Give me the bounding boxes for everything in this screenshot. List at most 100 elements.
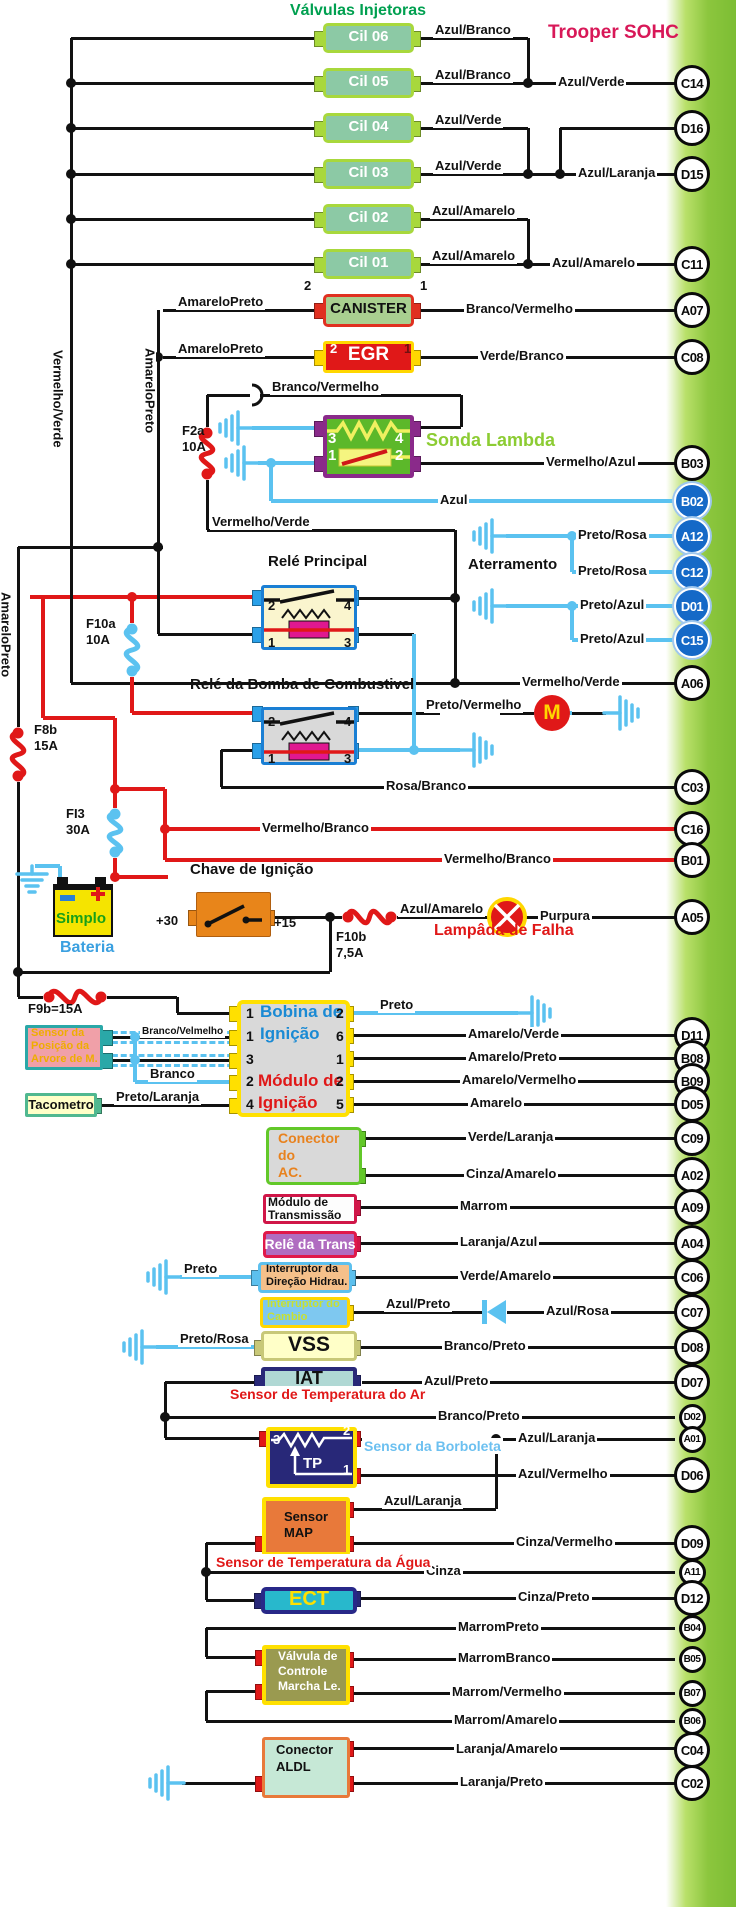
wire (71, 37, 323, 40)
wire (206, 1542, 262, 1545)
injector-valve-label: Cil 04 (348, 118, 389, 135)
aldl-text-2: ALDL (276, 1759, 311, 1774)
fuse-label: F10a (86, 616, 116, 631)
pin-number: 1 (404, 341, 412, 356)
wire-label: Marrom/Amarelo (452, 1712, 560, 1728)
pin-number: 3 (344, 635, 352, 650)
ecu-pin-B02: B02 (674, 483, 710, 519)
pin-tab (102, 1053, 113, 1069)
wire (350, 1011, 518, 1015)
junction-dot (160, 824, 170, 834)
junction-dot (130, 1055, 140, 1065)
module-title-2: Ignição (258, 1093, 318, 1112)
wire-label: Azul/Branco (433, 67, 513, 83)
wire (158, 633, 261, 636)
wire-label: Preto (182, 1261, 220, 1277)
wire (221, 749, 261, 752)
wire-label: Cinza/Amarelo (464, 1166, 559, 1182)
wire (414, 173, 675, 176)
crank-sensor-text-1: Sensor da (31, 1027, 85, 1039)
pin-number: 2 (246, 1073, 254, 1089)
ac-text-1: Conector (278, 1130, 340, 1146)
gear-switch-text-2: Cambio (267, 1311, 308, 1323)
module-title-1: Módulo de (258, 1071, 343, 1090)
wire (107, 996, 177, 999)
wire (17, 547, 20, 727)
tachometer-box (25, 1093, 97, 1117)
wire-label: Purpura (538, 908, 592, 924)
junction-dot (325, 912, 335, 922)
injector-valve-box (323, 204, 414, 234)
wire-label: Azul/Laranja (516, 1430, 598, 1446)
wire (527, 219, 530, 264)
injector-valve-box (323, 23, 414, 53)
wire (206, 1690, 262, 1693)
wire-label: Laranja/Preto (458, 1774, 546, 1790)
pin-number: 2 (395, 447, 404, 464)
wire-label: Vermelho/Verde (520, 674, 622, 690)
fuse-icon (43, 985, 107, 1009)
ecu-pin-B05: B05 (678, 1645, 706, 1673)
wire (414, 748, 460, 752)
junction-dot (153, 352, 163, 362)
wire-label: Cinza/Preto (516, 1589, 592, 1605)
pin-number: 1 (328, 447, 337, 464)
ac-connector-box (266, 1127, 362, 1185)
wire-label: Azul/Branco (433, 22, 513, 38)
wire (414, 37, 528, 40)
injector-valve-box (323, 249, 414, 279)
wire-label: Preto (378, 997, 416, 1013)
crank-sensor-text-3: Arvore de M. (31, 1053, 98, 1065)
wire (113, 858, 117, 877)
junction-dot (523, 169, 533, 179)
canister-label: CANISTER (330, 300, 407, 317)
wire-label: Azul/Verde (556, 74, 627, 90)
wire (271, 499, 675, 503)
ecu-pin-A07: A07 (674, 292, 710, 328)
fuse-label: 10A (182, 439, 206, 454)
valve-text-1: Válvula de (278, 1649, 338, 1663)
wire-label: Azul/Amarelo (430, 248, 518, 264)
wire-label: Azul/Amarelo (430, 203, 518, 219)
battery-minus (60, 895, 75, 901)
wire (350, 1311, 482, 1314)
injectors-section-title: Válvulas Injetoras (290, 2, 427, 19)
ecu-pin-A09: A09 (674, 1189, 710, 1225)
ecu-pin-D08: D08 (674, 1329, 710, 1365)
pin-number: 3 (273, 1432, 281, 1447)
wire (130, 597, 134, 623)
ground-icon (144, 1259, 184, 1295)
fuse-icon (6, 727, 30, 782)
wire (113, 789, 117, 808)
pin-number: 2 (343, 1423, 351, 1438)
ignition-switch-box (196, 892, 271, 937)
wire (350, 1508, 496, 1511)
section-title: Aterramento (468, 556, 558, 573)
wire (30, 595, 261, 599)
diode-icon (480, 1299, 508, 1325)
pin-number: 1 (246, 1005, 254, 1021)
wire-label: Branco (148, 1066, 197, 1082)
wire (71, 682, 675, 685)
wire-label: Marrom (458, 1198, 510, 1214)
terminal-label: +30 (156, 913, 179, 928)
vss-box (261, 1331, 357, 1361)
valve-text-2: Controle (278, 1664, 328, 1678)
wire (220, 750, 223, 787)
pin-number: 1 (268, 635, 276, 650)
wire (205, 1691, 208, 1721)
wire-label: Preto/Laranja (114, 1089, 202, 1105)
wire-label: Preto/Azul (578, 631, 647, 647)
junction-dot (555, 169, 565, 179)
wire-label: Azul/Verde (433, 112, 504, 128)
junction-dot (66, 123, 76, 133)
wire-label: Azul/Amarelo (398, 901, 486, 917)
wire (206, 480, 209, 530)
fuse-label: F2a (182, 423, 205, 438)
wire (357, 748, 414, 752)
wire (414, 263, 675, 266)
wire (397, 916, 675, 919)
junction-dot (110, 784, 120, 794)
wire-label: Laranja/Azul (458, 1234, 540, 1250)
ground-icon (514, 995, 554, 1031)
